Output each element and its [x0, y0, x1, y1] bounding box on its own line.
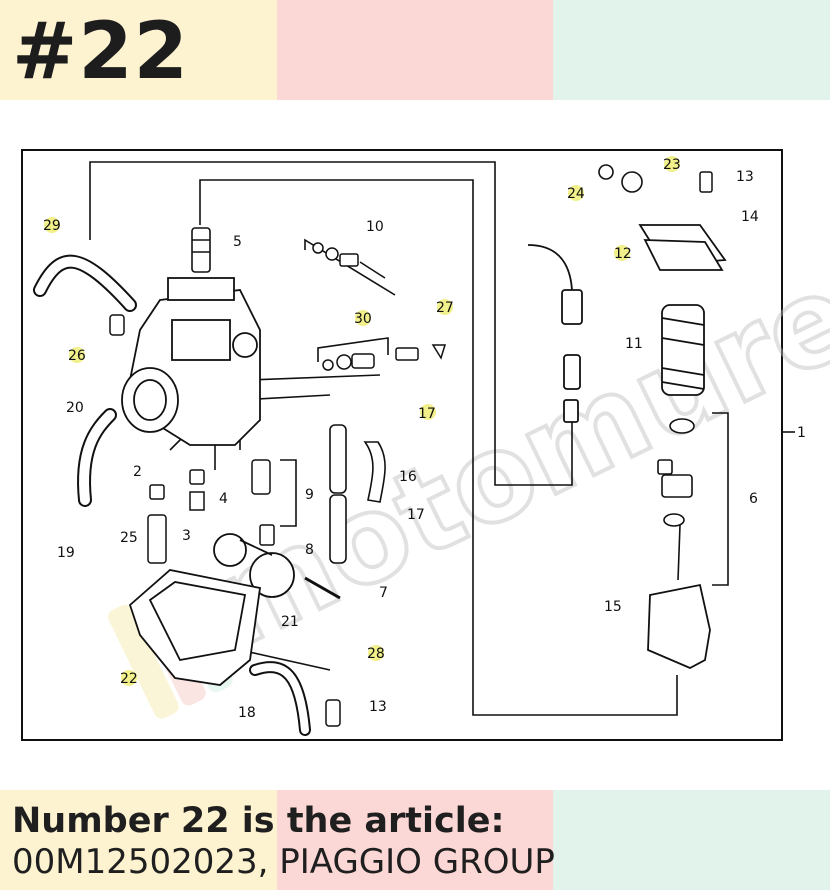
label-30: 30	[354, 311, 372, 327]
part-7-float-pin	[304, 576, 341, 600]
footer-band-mint	[553, 790, 830, 890]
part-labels: 1 2 3 4 5 6 7 8 9 10 11 12 13 13 14 15 1…	[43, 157, 806, 721]
label-20: 20	[66, 400, 84, 416]
choke-cable	[527, 244, 583, 423]
header-band-mint	[553, 0, 830, 100]
label-25: 25	[120, 530, 138, 546]
label-16: 16	[399, 469, 417, 485]
carburetor-body	[121, 277, 261, 446]
label-6: 6	[749, 491, 758, 507]
footer-band-yellow	[0, 790, 277, 890]
part-30-pilot-set	[322, 347, 419, 371]
label-24: 24	[567, 186, 585, 202]
part-13-top-screw	[699, 171, 713, 193]
watermark-text: motomurec	[187, 214, 830, 676]
label-14: 14	[741, 209, 759, 225]
part-16-tubes	[329, 424, 386, 564]
part-11-spring	[661, 304, 705, 396]
label-28: 28	[367, 646, 385, 662]
label-17-top: 17	[418, 406, 436, 422]
label-22: 22	[120, 671, 138, 687]
label-21: 21	[281, 614, 299, 630]
label-2: 2	[133, 464, 142, 480]
label-5: 5	[233, 234, 242, 250]
label-27: 27	[436, 300, 454, 316]
label-23: 23	[663, 157, 681, 173]
footer-band-pink	[277, 790, 553, 890]
label-19: 19	[57, 545, 75, 561]
caption-article: 00M12502023, PIAGGIO GROUP	[12, 842, 555, 882]
label-4: 4	[219, 491, 228, 507]
label-11: 11	[625, 336, 643, 352]
label-9: 9	[305, 487, 314, 503]
label-1: 1	[797, 425, 806, 441]
label-12: 12	[614, 246, 632, 262]
exploded-parts-diagram: motomurec	[21, 149, 830, 741]
label-7: 7	[379, 585, 388, 601]
part-number-heading: #22	[12, 7, 189, 97]
small-parts-left	[109, 314, 275, 564]
label-18: 18	[238, 705, 256, 721]
part-6-plunger-set	[657, 418, 695, 581]
part-15-solenoid	[647, 583, 711, 669]
part-13-drain-screw	[325, 699, 341, 727]
header-band-pink	[277, 0, 553, 100]
header-band-yellow	[0, 0, 277, 100]
diagram-frame	[21, 149, 783, 741]
part-10-needle-set	[312, 242, 386, 279]
label-29: 29	[43, 218, 61, 234]
label-8: 8	[305, 542, 314, 558]
label-3: 3	[182, 528, 191, 544]
part-5-cap	[191, 227, 211, 273]
label-17-bottom: 17	[407, 507, 425, 523]
part-22-float-bowl	[128, 569, 262, 686]
label-13-bottom: 13	[369, 699, 387, 715]
part-21-float	[213, 533, 295, 598]
part-23-24-caps	[598, 164, 643, 193]
label-13-top: 13	[736, 169, 754, 185]
label-26: 26	[68, 348, 86, 364]
label-highlights	[44, 156, 680, 686]
part-12-cover	[638, 224, 727, 271]
caption-title: Number 22 is the article:	[12, 801, 505, 841]
label-10: 10	[366, 219, 384, 235]
part-27-clip	[431, 344, 447, 360]
label-15: 15	[604, 599, 622, 615]
